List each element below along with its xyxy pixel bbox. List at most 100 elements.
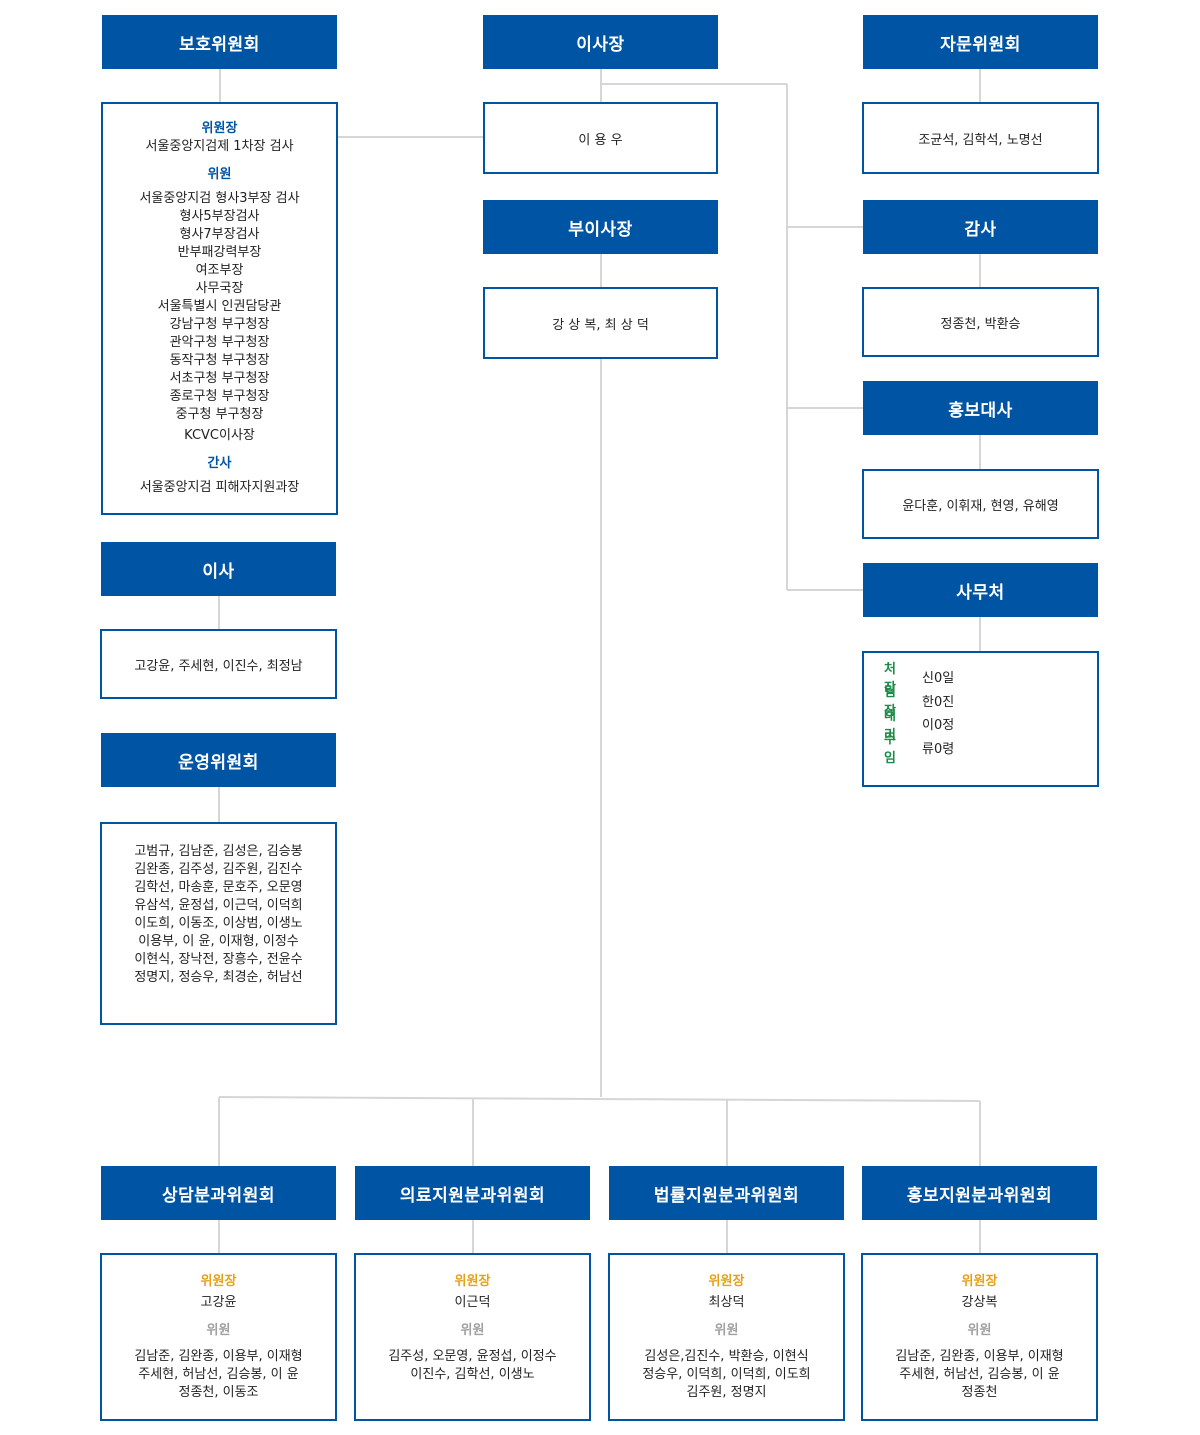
subcommittee-medical-box: 위원장 이근덕 위원 김주성, 오문영, 윤정섭, 이정수 이진수, 김학선, … bbox=[354, 1253, 591, 1421]
subcommittee-medical-header: 의료지원분과위원회 bbox=[355, 1166, 590, 1220]
protection-committee-header: 보호위원회 bbox=[102, 15, 337, 69]
staff-role: 팀 장 bbox=[884, 685, 900, 720]
directors-header: 이사 bbox=[101, 542, 336, 596]
member-line: 정승우, 이덕희, 이덕희, 이도희 bbox=[642, 1367, 811, 1382]
staff-role: 대 리 bbox=[884, 708, 900, 743]
subcommittee-legal-header: 법률지원분과위원회 bbox=[609, 1166, 844, 1220]
advisory-committee-box: 조균석, 김학석, 노명선 bbox=[862, 102, 1099, 174]
member-item: 강남구청 부구청장 bbox=[169, 317, 270, 332]
chair-name: 강상복 bbox=[961, 1295, 998, 1310]
ambassador-names: 윤다훈, 이휘재, 현영, 유해영 bbox=[902, 498, 1059, 514]
member-item: 서울특별시 인권담당관 bbox=[157, 299, 282, 314]
member-line: 김주성, 오문영, 윤정섭, 이정수 bbox=[388, 1349, 557, 1364]
connector-line bbox=[218, 1096, 981, 1102]
directors-title: 이사 bbox=[202, 561, 235, 582]
operations-committee-title: 운영위원회 bbox=[178, 752, 259, 773]
member-line: 이도희, 이동조, 이상범, 이생노 bbox=[134, 916, 303, 931]
secretariat-box: 처 장 신0일 팀 장 한0진 대 리 이0정 주 임 류0령 bbox=[862, 651, 1099, 787]
members-label: 위원 bbox=[714, 1323, 739, 1338]
chair-label: 위원장 bbox=[708, 1274, 745, 1289]
subcommittee-pr-header: 홍보지원분과위원회 bbox=[862, 1166, 1097, 1220]
vice-chairman-title: 부이사장 bbox=[568, 219, 633, 240]
member-item: 반부패강력부장 bbox=[177, 245, 262, 260]
member-line: 정종천 bbox=[961, 1385, 998, 1400]
operations-committee-header: 운영위원회 bbox=[101, 733, 336, 787]
vice-chairman-box: 강 상 복, 최 상 덕 bbox=[483, 287, 718, 359]
chair-name: 고강윤 bbox=[200, 1295, 237, 1310]
protection-committee-title: 보호위원회 bbox=[179, 34, 260, 55]
member-item: 형사7부장검사 bbox=[179, 227, 260, 242]
member-item: 여조부장 bbox=[195, 263, 244, 278]
subcommittee-counseling-header: 상담분과위원회 bbox=[101, 1166, 336, 1220]
subcommittee-title: 홍보지원분과위원회 bbox=[906, 1185, 1053, 1206]
vice-chairman-header: 부이사장 bbox=[483, 200, 718, 254]
member-line: 주세현, 허남선, 김승봉, 이 윤 bbox=[138, 1367, 299, 1382]
member-line: 김성은,김진수, 박환승, 이현식 bbox=[644, 1349, 809, 1364]
members-label: 위원 bbox=[967, 1323, 992, 1338]
staff-row: 팀 장 한0진 bbox=[884, 685, 1097, 719]
staff-role: 처 장 bbox=[884, 661, 900, 696]
secretary-name: 서울중앙지검 피해자지원과장 bbox=[139, 480, 300, 495]
chairman-title: 이사장 bbox=[576, 34, 625, 55]
auditor-header: 감사 bbox=[863, 200, 1098, 254]
subcommittee-title: 상담분과위원회 bbox=[162, 1185, 275, 1206]
auditor-names: 정종천, 박환승 bbox=[940, 316, 1021, 332]
staff-row: 대 리 이0정 bbox=[884, 709, 1097, 743]
member-item: KCVC이사장 bbox=[184, 428, 255, 443]
staff-role: 주 임 bbox=[884, 732, 900, 767]
member-item: 형사5부장검사 bbox=[179, 209, 260, 224]
staff-name: 이0정 bbox=[922, 718, 955, 734]
chair-name: 서울중앙지검제 1차장 검사 bbox=[145, 139, 294, 154]
member-line: 정종천, 이동조 bbox=[178, 1385, 259, 1400]
ambassador-box: 윤다훈, 이휘재, 현영, 유해영 bbox=[862, 469, 1099, 539]
member-line: 김남준, 김완종, 이용부, 이재형 bbox=[895, 1349, 1064, 1364]
staff-name: 류0령 bbox=[922, 741, 955, 757]
chairman-name: 이 용 우 bbox=[578, 132, 623, 148]
member-item: 중구청 부구청장 bbox=[175, 407, 264, 422]
chair-name: 최상덕 bbox=[708, 1295, 745, 1310]
secretariat-header: 사무처 bbox=[863, 563, 1098, 617]
chair-label: 위원장 bbox=[961, 1274, 998, 1289]
secretariat-title: 사무처 bbox=[956, 582, 1005, 603]
member-line: 유삼석, 윤정섭, 이근덕, 이덕희 bbox=[134, 898, 303, 913]
chair-name: 이근덕 bbox=[454, 1295, 491, 1310]
subcommittee-pr-box: 위원장 강상복 위원 김남준, 김완종, 이용부, 이재형 주세현, 허남선, … bbox=[861, 1253, 1098, 1421]
member-line: 이용부, 이 윤, 이재형, 이정수 bbox=[138, 934, 299, 949]
member-item: 관악구청 부구청장 bbox=[169, 335, 270, 350]
staff-name: 한0진 bbox=[922, 694, 955, 710]
staff-row: 처 장 신0일 bbox=[884, 662, 1097, 696]
secretary-label: 간사 bbox=[207, 456, 232, 471]
directors-names: 고강윤, 주세현, 이진수, 최정남 bbox=[134, 658, 303, 674]
chairman-header: 이사장 bbox=[483, 15, 718, 69]
subcommittee-title: 의료지원분과위원회 bbox=[399, 1185, 546, 1206]
ambassador-header: 홍보대사 bbox=[863, 381, 1098, 435]
ambassador-title: 홍보대사 bbox=[948, 400, 1013, 421]
member-item: 사무국장 bbox=[195, 281, 244, 296]
subcommittee-legal-box: 위원장 최상덕 위원 김성은,김진수, 박환승, 이현식 정승우, 이덕희, 이… bbox=[608, 1253, 845, 1421]
subcommittee-title: 법률지원분과위원회 bbox=[653, 1185, 800, 1206]
member-item: 서초구청 부구청장 bbox=[169, 371, 270, 386]
member-line: 정명지, 정승우, 최경순, 허남선 bbox=[134, 970, 303, 985]
member-item: 동작구청 부구청장 bbox=[169, 353, 270, 368]
chair-label: 위원장 bbox=[200, 1274, 237, 1289]
operations-committee-box: 고범규, 김남준, 김성은, 김승봉 김완종, 김주성, 김주원, 김진수 김학… bbox=[100, 822, 337, 1025]
subcommittee-counseling-box: 위원장 고강윤 위원 김남준, 김완종, 이용부, 이재형 주세현, 허남선, … bbox=[100, 1253, 337, 1421]
chair-label: 위원장 bbox=[201, 121, 238, 136]
members-label: 위원 bbox=[207, 167, 232, 182]
member-line: 이진수, 김학선, 이생노 bbox=[410, 1367, 535, 1382]
auditor-box: 정종천, 박환승 bbox=[862, 287, 1099, 357]
staff-name: 신0일 bbox=[922, 671, 955, 687]
chair-label: 위원장 bbox=[454, 1274, 491, 1289]
member-line: 고범규, 김남준, 김성은, 김승봉 bbox=[134, 844, 303, 859]
member-line: 이현식, 장낙전, 장흥수, 전윤수 bbox=[134, 952, 303, 967]
advisory-names: 조균석, 김학석, 노명선 bbox=[918, 132, 1043, 148]
member-line: 주세현, 허남선, 김승봉, 이 윤 bbox=[899, 1367, 1060, 1382]
directors-box: 고강윤, 주세현, 이진수, 최정남 bbox=[100, 629, 337, 699]
member-item: 서울중앙지검 형사3부장 검사 bbox=[139, 191, 300, 206]
chairman-box: 이 용 우 bbox=[483, 102, 718, 174]
auditor-title: 감사 bbox=[964, 219, 997, 240]
member-line: 김학선, 마송훈, 문호주, 오문영 bbox=[134, 880, 303, 895]
members-label: 위원 bbox=[460, 1323, 485, 1338]
member-line: 김완종, 김주성, 김주원, 김진수 bbox=[134, 862, 303, 877]
